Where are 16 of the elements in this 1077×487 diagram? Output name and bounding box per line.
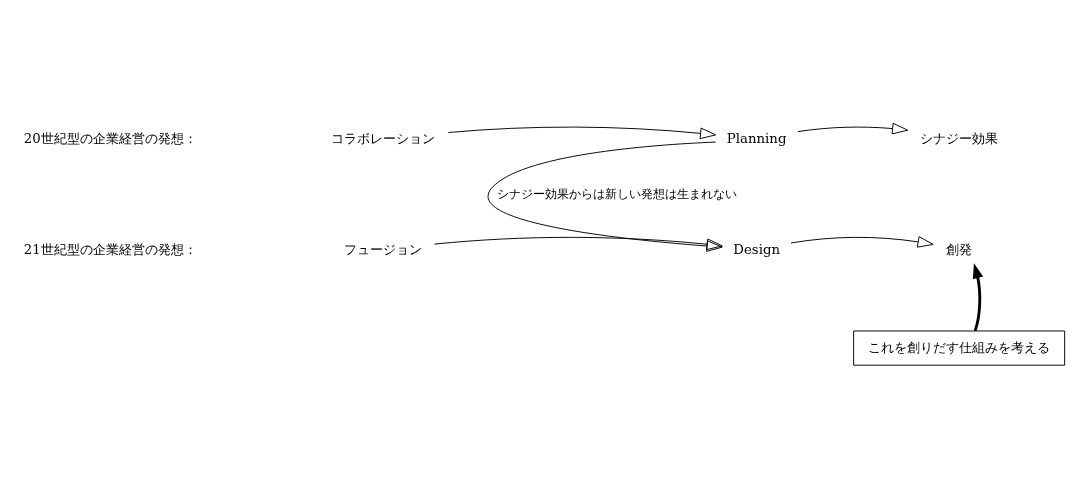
node-text: フュージョン [344,241,423,257]
arrow [797,122,909,134]
arrow [972,262,984,331]
arrow [447,126,717,139]
arrow [434,236,723,250]
node-text: コラボレーション [331,130,436,146]
node-text: シナジー効果 [920,130,999,146]
edge-label: シナジー効果からは新しい発想は生まれない [497,186,738,201]
label: 21世紀型の企業経営の発想： [23,241,197,257]
node-text: 創発 [946,241,973,257]
label: 20世紀型の企業経営の発想： [23,130,197,146]
arrow [790,235,934,248]
node-text: Planning [726,130,787,146]
node-box: これを創りだす仕組みを考える [853,330,1066,366]
arrow [487,141,723,252]
node-text: Design [733,241,780,257]
